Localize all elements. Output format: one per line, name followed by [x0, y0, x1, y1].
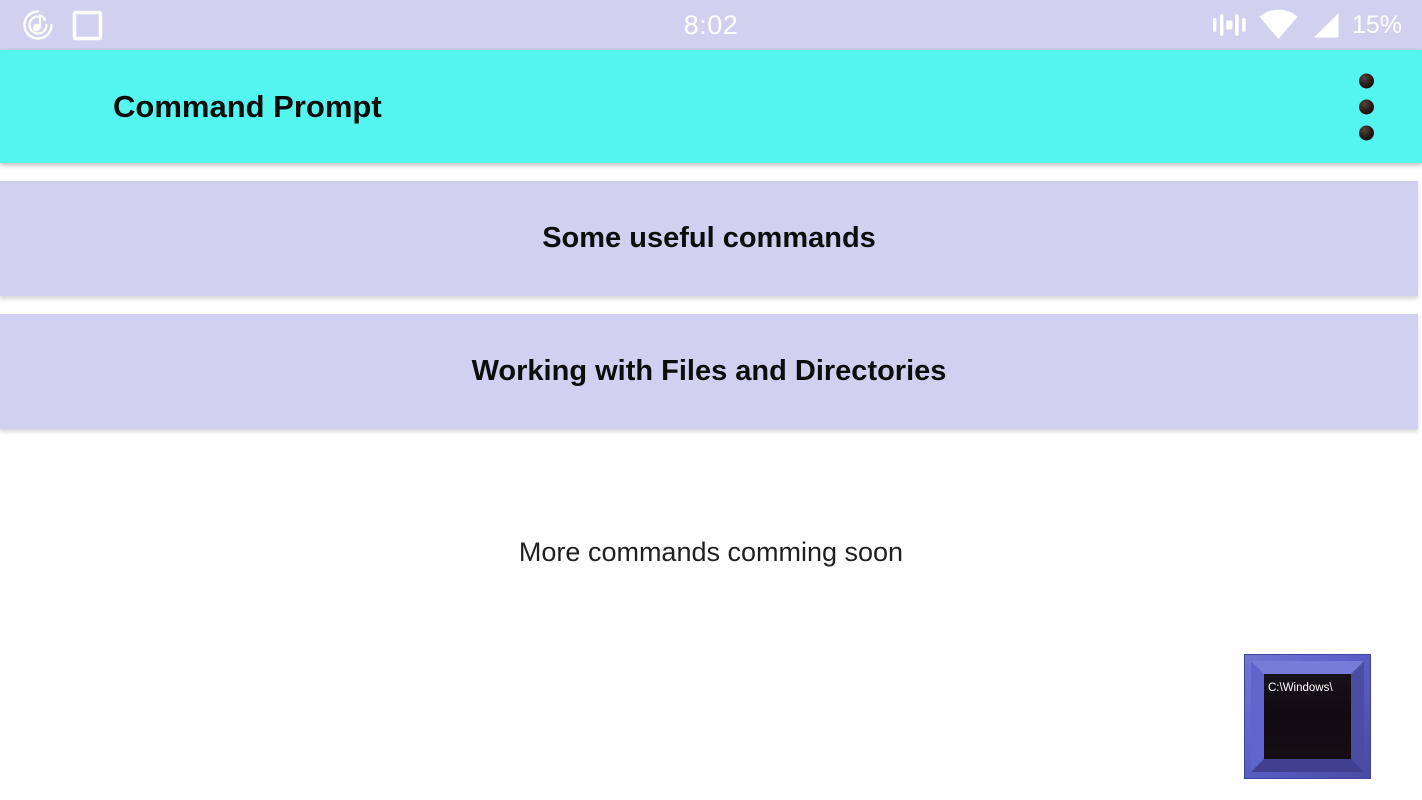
- menu-item-label: Working with Files and Directories: [471, 355, 947, 387]
- status-bar-clock: 8:02: [683, 9, 739, 40]
- status-bar: 8:02 15%: [0, 0, 1422, 50]
- vertical-ellipsis-icon: [1359, 99, 1374, 114]
- page-title: Command Prompt: [113, 88, 382, 124]
- menu-item-label: Some useful commands: [542, 222, 876, 254]
- battery-percent: 15%: [1351, 10, 1402, 39]
- vertical-ellipsis-icon: [1359, 73, 1374, 88]
- square-outline-icon: [72, 10, 103, 41]
- status-bar-system-icons: 15%: [1212, 0, 1402, 50]
- vibrate-icon: [1212, 10, 1246, 40]
- cellular-signal-icon: [1311, 10, 1341, 40]
- wifi-icon: [1257, 8, 1300, 42]
- app-bar: Command Prompt: [0, 50, 1422, 163]
- cmd-icon-bevel-frame: C:\Windows\: [1251, 661, 1364, 772]
- overflow-menu-button[interactable]: [1351, 65, 1382, 148]
- cmd-icon-path-text: C:\Windows\: [1268, 682, 1333, 694]
- command-prompt-floating-icon[interactable]: C:\Windows\: [1245, 655, 1370, 778]
- menu-item-files-and-directories[interactable]: Working with Files and Directories: [0, 314, 1418, 429]
- status-bar-notification-icons: [20, 0, 103, 50]
- coming-soon-text: More commands comming soon: [518, 537, 904, 567]
- menu-item-useful-commands[interactable]: Some useful commands: [0, 181, 1418, 296]
- vertical-ellipsis-icon: [1359, 125, 1374, 140]
- music-note-swirl-icon: [20, 7, 56, 43]
- cmd-icon-screen: C:\Windows\: [1264, 674, 1351, 759]
- menu-list: Some useful commands Working with Files …: [0, 181, 1422, 568]
